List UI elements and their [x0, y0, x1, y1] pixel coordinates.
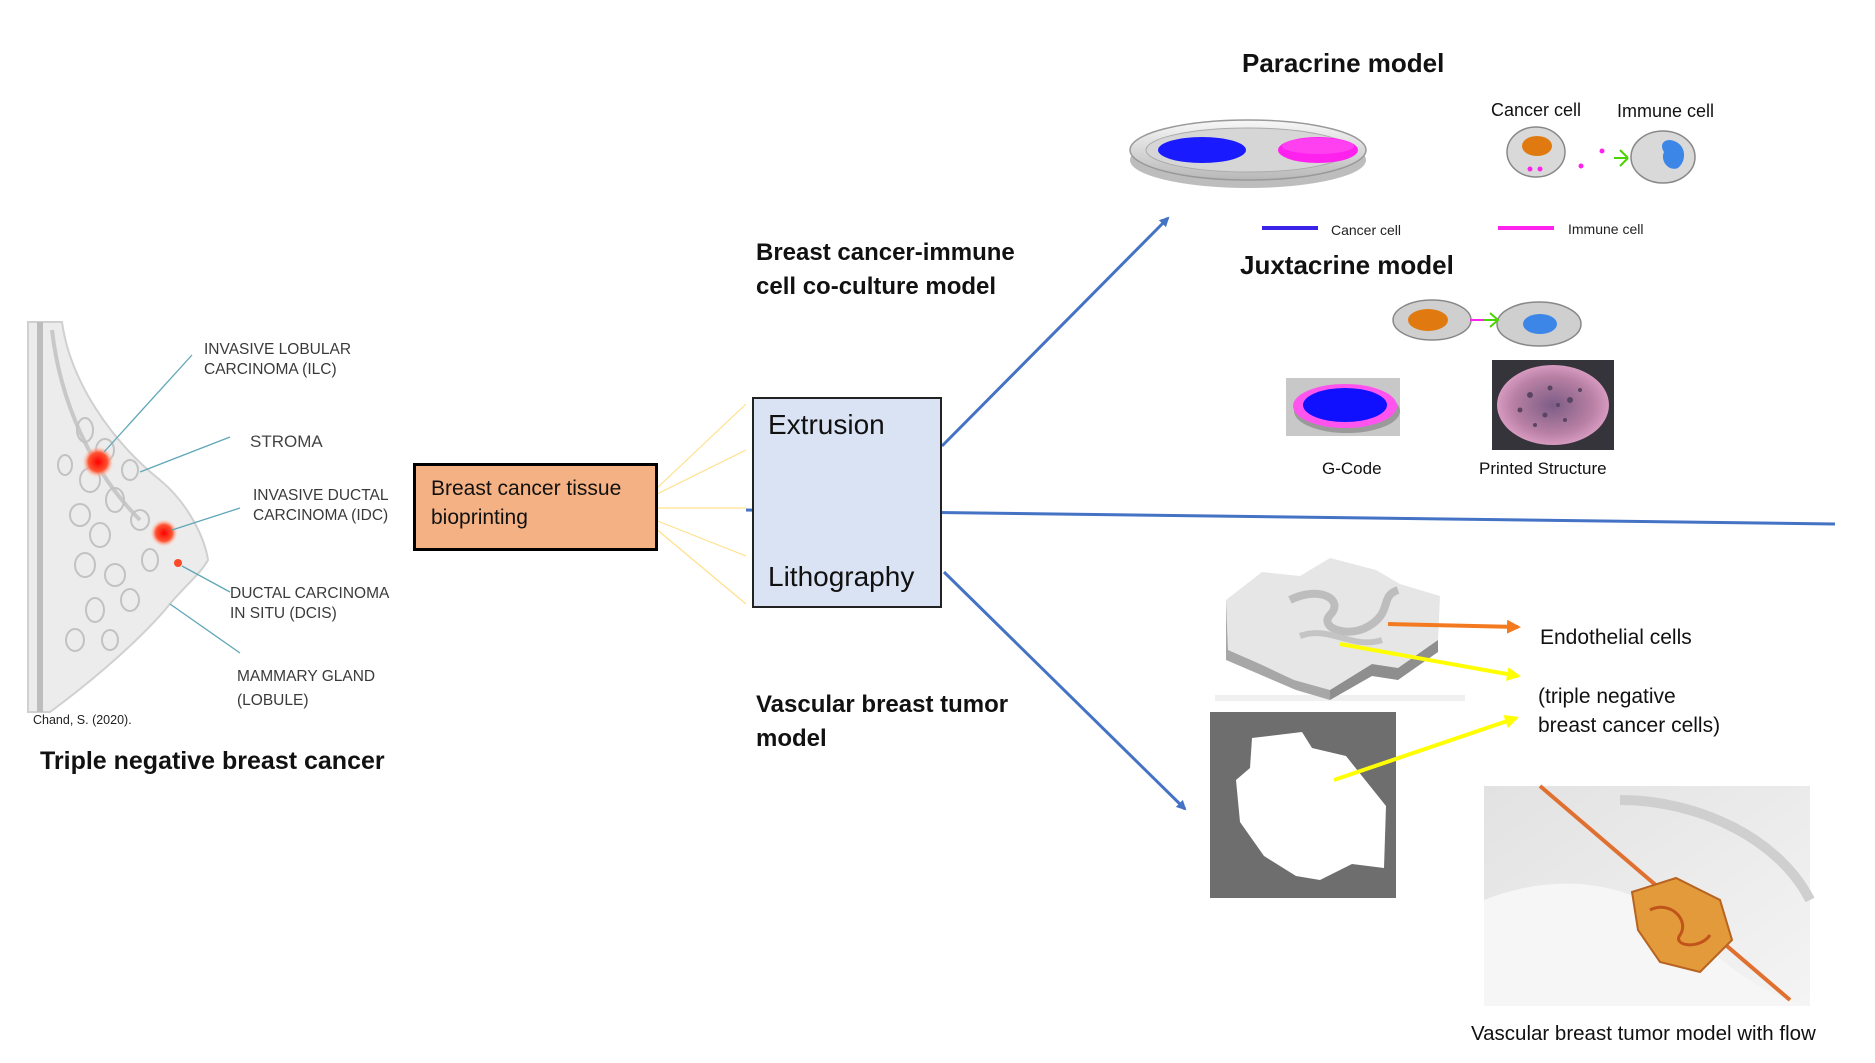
gcode-image — [1286, 378, 1400, 436]
paracrine-dish — [1129, 119, 1367, 188]
legend-immune-label: Immune cell — [1568, 221, 1644, 237]
chip-3d-model — [1215, 558, 1465, 701]
label-ilc: INVASIVE LOBULAR CARCINOMA (ILC) — [204, 341, 352, 378]
arrow-to-coculture — [940, 216, 1170, 448]
arrow-tnbc-bottom — [1333, 714, 1519, 782]
paracrine-cells — [1506, 126, 1696, 184]
label-stroma: STROMA — [250, 432, 323, 451]
printed-structure-image — [1492, 360, 1614, 450]
citation: Chand, S. (2020). — [33, 713, 132, 727]
arrow-endothelial — [1387, 619, 1521, 634]
vascular-title: Vascular breast tumor model — [756, 691, 1009, 752]
juxtacrine-title: Juxtacrine model — [1240, 250, 1454, 280]
anatomy-title: Triple negative breast cancer — [40, 747, 385, 775]
flow-photo — [1484, 784, 1815, 1006]
method-box: Extrusion Lithography — [752, 397, 942, 608]
mask-image — [1210, 712, 1396, 898]
label-idc: INVASIVE DUCTAL CARCINOMA (IDC) — [253, 487, 389, 524]
endothelial-label: Endothelial cells — [1540, 626, 1692, 649]
gcode-label: G-Code — [1322, 459, 1382, 478]
paracrine-title: Paracrine model — [1242, 48, 1445, 78]
label-dcis: DUCTAL CARCINOMA IN SITU (DCIS) — [230, 585, 390, 622]
arrow-tnbc-top — [1339, 642, 1521, 681]
juxtacrine-cells — [1392, 299, 1582, 347]
tnbc-label: (triple negative breast cancer cells) — [1538, 685, 1721, 737]
flow-caption: Vascular breast tumor model with flow — [1471, 1022, 1816, 1045]
hub-label: Breast cancer tissue bioprinting — [431, 477, 622, 529]
label-lobule: MAMMARY GLAND (LOBULE) — [237, 668, 376, 709]
breast-anatomy-illustration — [27, 321, 241, 713]
method-extrusion: Extrusion — [768, 409, 885, 440]
legend-cancer-label: Cancer cell — [1331, 222, 1402, 238]
hub-box: Breast cancer tissue bioprinting — [413, 463, 658, 551]
coculture-title: Breast cancer-immune cell co-culture mod… — [756, 239, 1015, 300]
method-lithography: Lithography — [768, 561, 915, 592]
paracrine-cancer-label: Cancer cell — [1491, 100, 1582, 120]
arrow-to-vascular — [942, 570, 1187, 811]
fan-lines — [654, 403, 747, 605]
printed-label: Printed Structure — [1479, 459, 1607, 478]
cancer-well — [1158, 137, 1246, 163]
paracrine-immune-label: Immune cell — [1617, 101, 1715, 121]
